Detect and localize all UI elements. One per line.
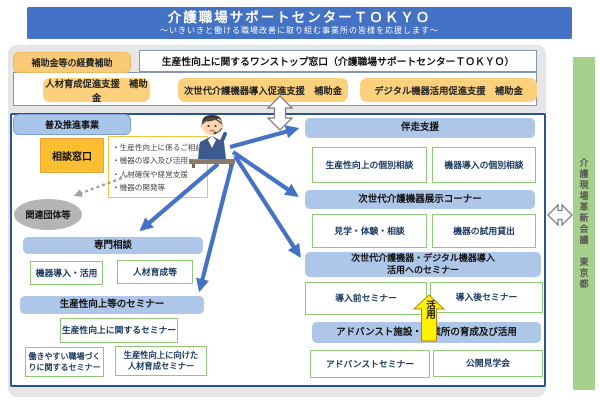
utilize-arrow-label: 活用	[424, 300, 435, 319]
section-header-expert-consult: 専門相談	[23, 237, 203, 254]
subsidy-item-hr-training: 人材育成促進支援 補助金	[43, 78, 150, 103]
item-hr-development: 人材育成等	[117, 260, 193, 284]
header-banner: 介護職場サポートセンターＴＯＫＹＯ ～いきいきと働ける職場改善に取り組む事業所の…	[27, 7, 572, 39]
kaigo-innovation-council-label: 介護現場革新会議 東京都	[578, 157, 589, 290]
subsidy-item-next-gen-devices: 次世代介護機器導入促進支援 補助金	[178, 78, 348, 102]
item-advanced-seminar: アドバンストセミナー	[310, 350, 430, 378]
item-device-intro-use: 機器導入・活用	[30, 261, 103, 285]
consult-topic: ・生産性向上に係るご相談	[112, 143, 204, 152]
onestop-window-title: 生産性向上に関するワンストップ窓口（介護職場サポートセンターＴＯＫＹＯ）	[139, 50, 537, 72]
section-header-productivity-seminar: 生産性向上等のセミナー	[20, 296, 204, 314]
section-header-accompaniment-support: 伴走支援	[305, 118, 535, 138]
operator-illustration	[189, 115, 235, 168]
item-productivity-individual-consult: 生産性向上の個別相談	[312, 147, 427, 183]
subsidy-item-digital-devices: デジタル機器活用促進支援 補助金	[360, 78, 537, 102]
item-post-introduction-seminar: 導入後セミナー	[430, 282, 543, 313]
section-header-device-seminar: 次世代介護機器・デジタル機器導入 活用へのセミナー	[305, 252, 541, 277]
related-organizations-ellipse: 関連団体等	[14, 199, 82, 230]
item-productivity-seminar: 生産性向上に関するセミナー	[60, 318, 178, 343]
page-subtitle: ～いきいきと働ける職場改善に取り組む事業所の皆様を応援します～	[160, 26, 439, 35]
item-hr-training-seminar: 生産性向上に向けた 人材育成セミナー	[115, 346, 207, 376]
consult-topic: ・人材確保や経営支援	[112, 169, 188, 179]
item-workplace-seminar: 働きやすい職場づく りに関するセミナー	[25, 347, 104, 377]
desk	[189, 159, 235, 164]
item-open-tour: 公開見学会	[433, 350, 543, 377]
page-title: 介護職場サポートセンターＴＯＫＹＯ	[167, 10, 432, 25]
consult-topic: ・機器の導入及び活用	[112, 156, 188, 166]
consult-window-box: 相談窓口	[40, 138, 104, 173]
consult-topic: ・機器の開発等	[112, 183, 166, 193]
promotion-section-label: 普及推進事業	[13, 114, 131, 135]
item-pre-introduction-seminar: 導入前セミナー	[305, 282, 427, 315]
double-arrow-horizontal-icon	[547, 203, 573, 227]
headset	[201, 117, 223, 125]
item-tour-experience-consult: 見学・体験・相談	[312, 214, 427, 248]
kaigo-innovation-council-bar: 介護現場革新会議 東京都	[573, 57, 595, 390]
item-device-individual-consult: 機器導入の個別相談	[432, 147, 536, 183]
subsidy-section-label: 補助金等の経費補助	[13, 52, 131, 73]
hair	[201, 115, 223, 125]
section-header-device-showroom: 次世代介護機器展示コーナー	[305, 190, 535, 209]
item-device-trial-loan: 機器の試用貸出	[432, 214, 536, 248]
